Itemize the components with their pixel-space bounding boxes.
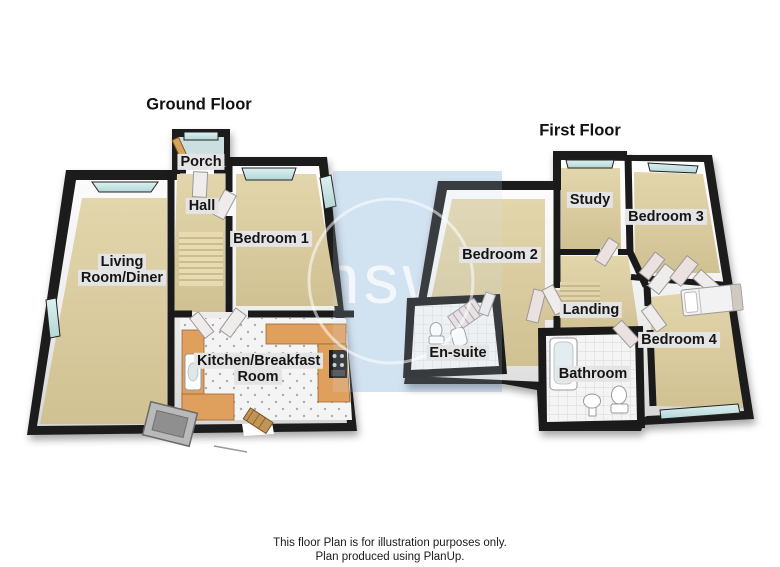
room-label-kitchen: Kitchen/Breakfast Room (194, 352, 324, 385)
study-window (565, 159, 615, 169)
fireplace (141, 400, 199, 448)
room-label-study: Study (566, 191, 614, 208)
room-label-landing: Landing (559, 301, 623, 318)
porch-window (183, 131, 219, 141)
footer-line2: Plan produced using PlanUp. (315, 550, 465, 563)
living-side-window (45, 297, 61, 339)
living-bay-window (91, 181, 159, 193)
wall-study-bedroom3 (624, 154, 634, 253)
room-label-bathroom: Bathroom (555, 365, 631, 382)
footer-line1: This floor Plan is for illustration purp… (273, 537, 507, 549)
bedroom1-top-window (241, 167, 297, 181)
bedroom2-wardrobe (525, 288, 547, 324)
bedroom1-side-window (319, 174, 337, 210)
bedroom3-door (638, 251, 666, 281)
porch-hall-door (191, 171, 209, 198)
bathroom-door (612, 319, 640, 349)
hall-staircase (179, 232, 223, 286)
watermark-ring (307, 197, 475, 365)
bedroom4-door (640, 303, 668, 333)
ground-floor-plan (27, 129, 357, 453)
study-door (594, 237, 620, 267)
bathroom-sink (583, 393, 601, 417)
kitchen-door-b (219, 307, 248, 339)
room-label-bedroom4: Bedroom 4 (638, 331, 720, 348)
ensuite-toilet (428, 322, 445, 345)
bathtub (549, 337, 578, 391)
kitchen-counters (181, 323, 351, 421)
room-bedroom4-floor (650, 289, 743, 408)
bedroom4-bed (680, 283, 744, 317)
back-door (242, 407, 274, 435)
room-study-floor (561, 168, 621, 249)
first-floor-title: First Floor (539, 121, 621, 140)
ground-floor-title: Ground Floor (146, 95, 252, 114)
room-bathroom (538, 326, 645, 430)
fireplace-poker (213, 445, 248, 453)
footer-disclaimer: This floor Plan is for illustration purp… (0, 537, 780, 565)
bathroom-toilet (610, 385, 629, 414)
room-label-bedroom1: Bedroom 1 (230, 230, 312, 247)
kitchen-stove (329, 350, 347, 378)
bedroom4-window (659, 403, 741, 420)
room-label-ensuite: En-suite (426, 344, 490, 361)
room-label-hall: Hall (185, 197, 219, 214)
kitchen-door-a (188, 311, 215, 340)
room-label-porch: Porch (177, 153, 225, 170)
bedroom3-window (647, 162, 699, 174)
room-label-bedroom2: Bedroom 2 (459, 246, 541, 263)
ensuite-door (477, 291, 497, 317)
room-label-bedroom3: Bedroom 3 (625, 208, 707, 225)
room-label-living: Living Room/Diner (74, 253, 170, 286)
